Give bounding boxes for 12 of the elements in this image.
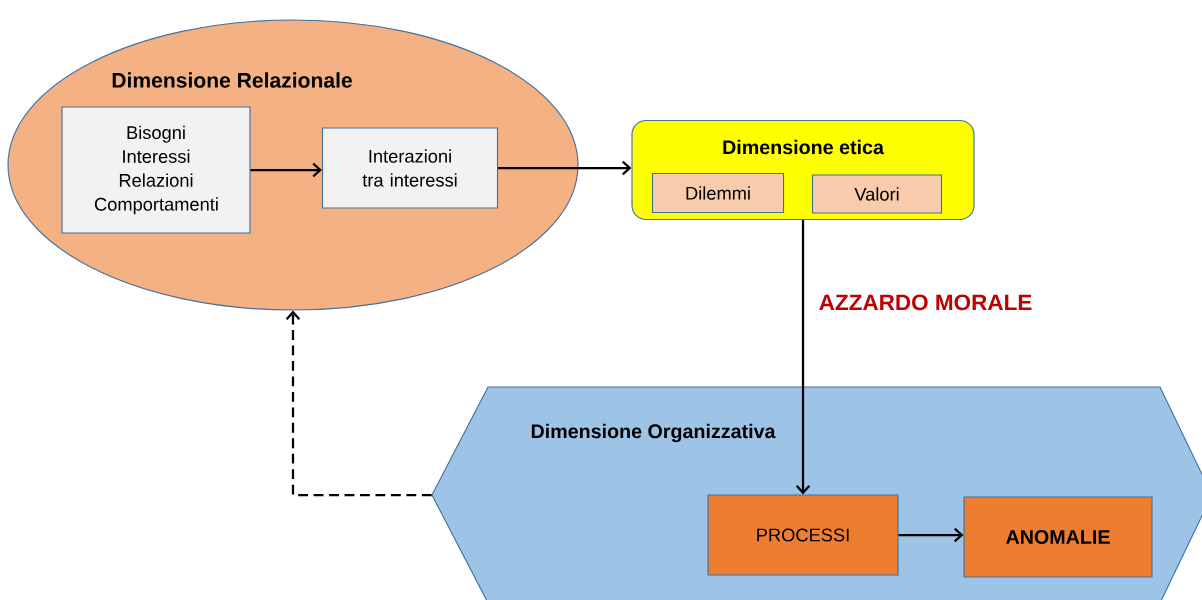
arrow	[285, 310, 432, 497]
arrow	[898, 527, 964, 543]
arrow	[498, 160, 632, 176]
text-box: Bisogni Interessi Relazioni Comportamenti	[61, 106, 251, 234]
process-box: PROCESSI	[707, 494, 899, 576]
arrow	[795, 220, 811, 495]
process-box: ANOMALIE	[963, 496, 1153, 578]
text-box: Dilemmi	[651, 172, 785, 214]
text-box: Valori	[811, 174, 943, 214]
text-box: Interazioni tra interessi	[321, 127, 499, 209]
edge-label: AZZARDO MORALE	[817, 293, 1034, 312]
arrow	[250, 162, 322, 178]
